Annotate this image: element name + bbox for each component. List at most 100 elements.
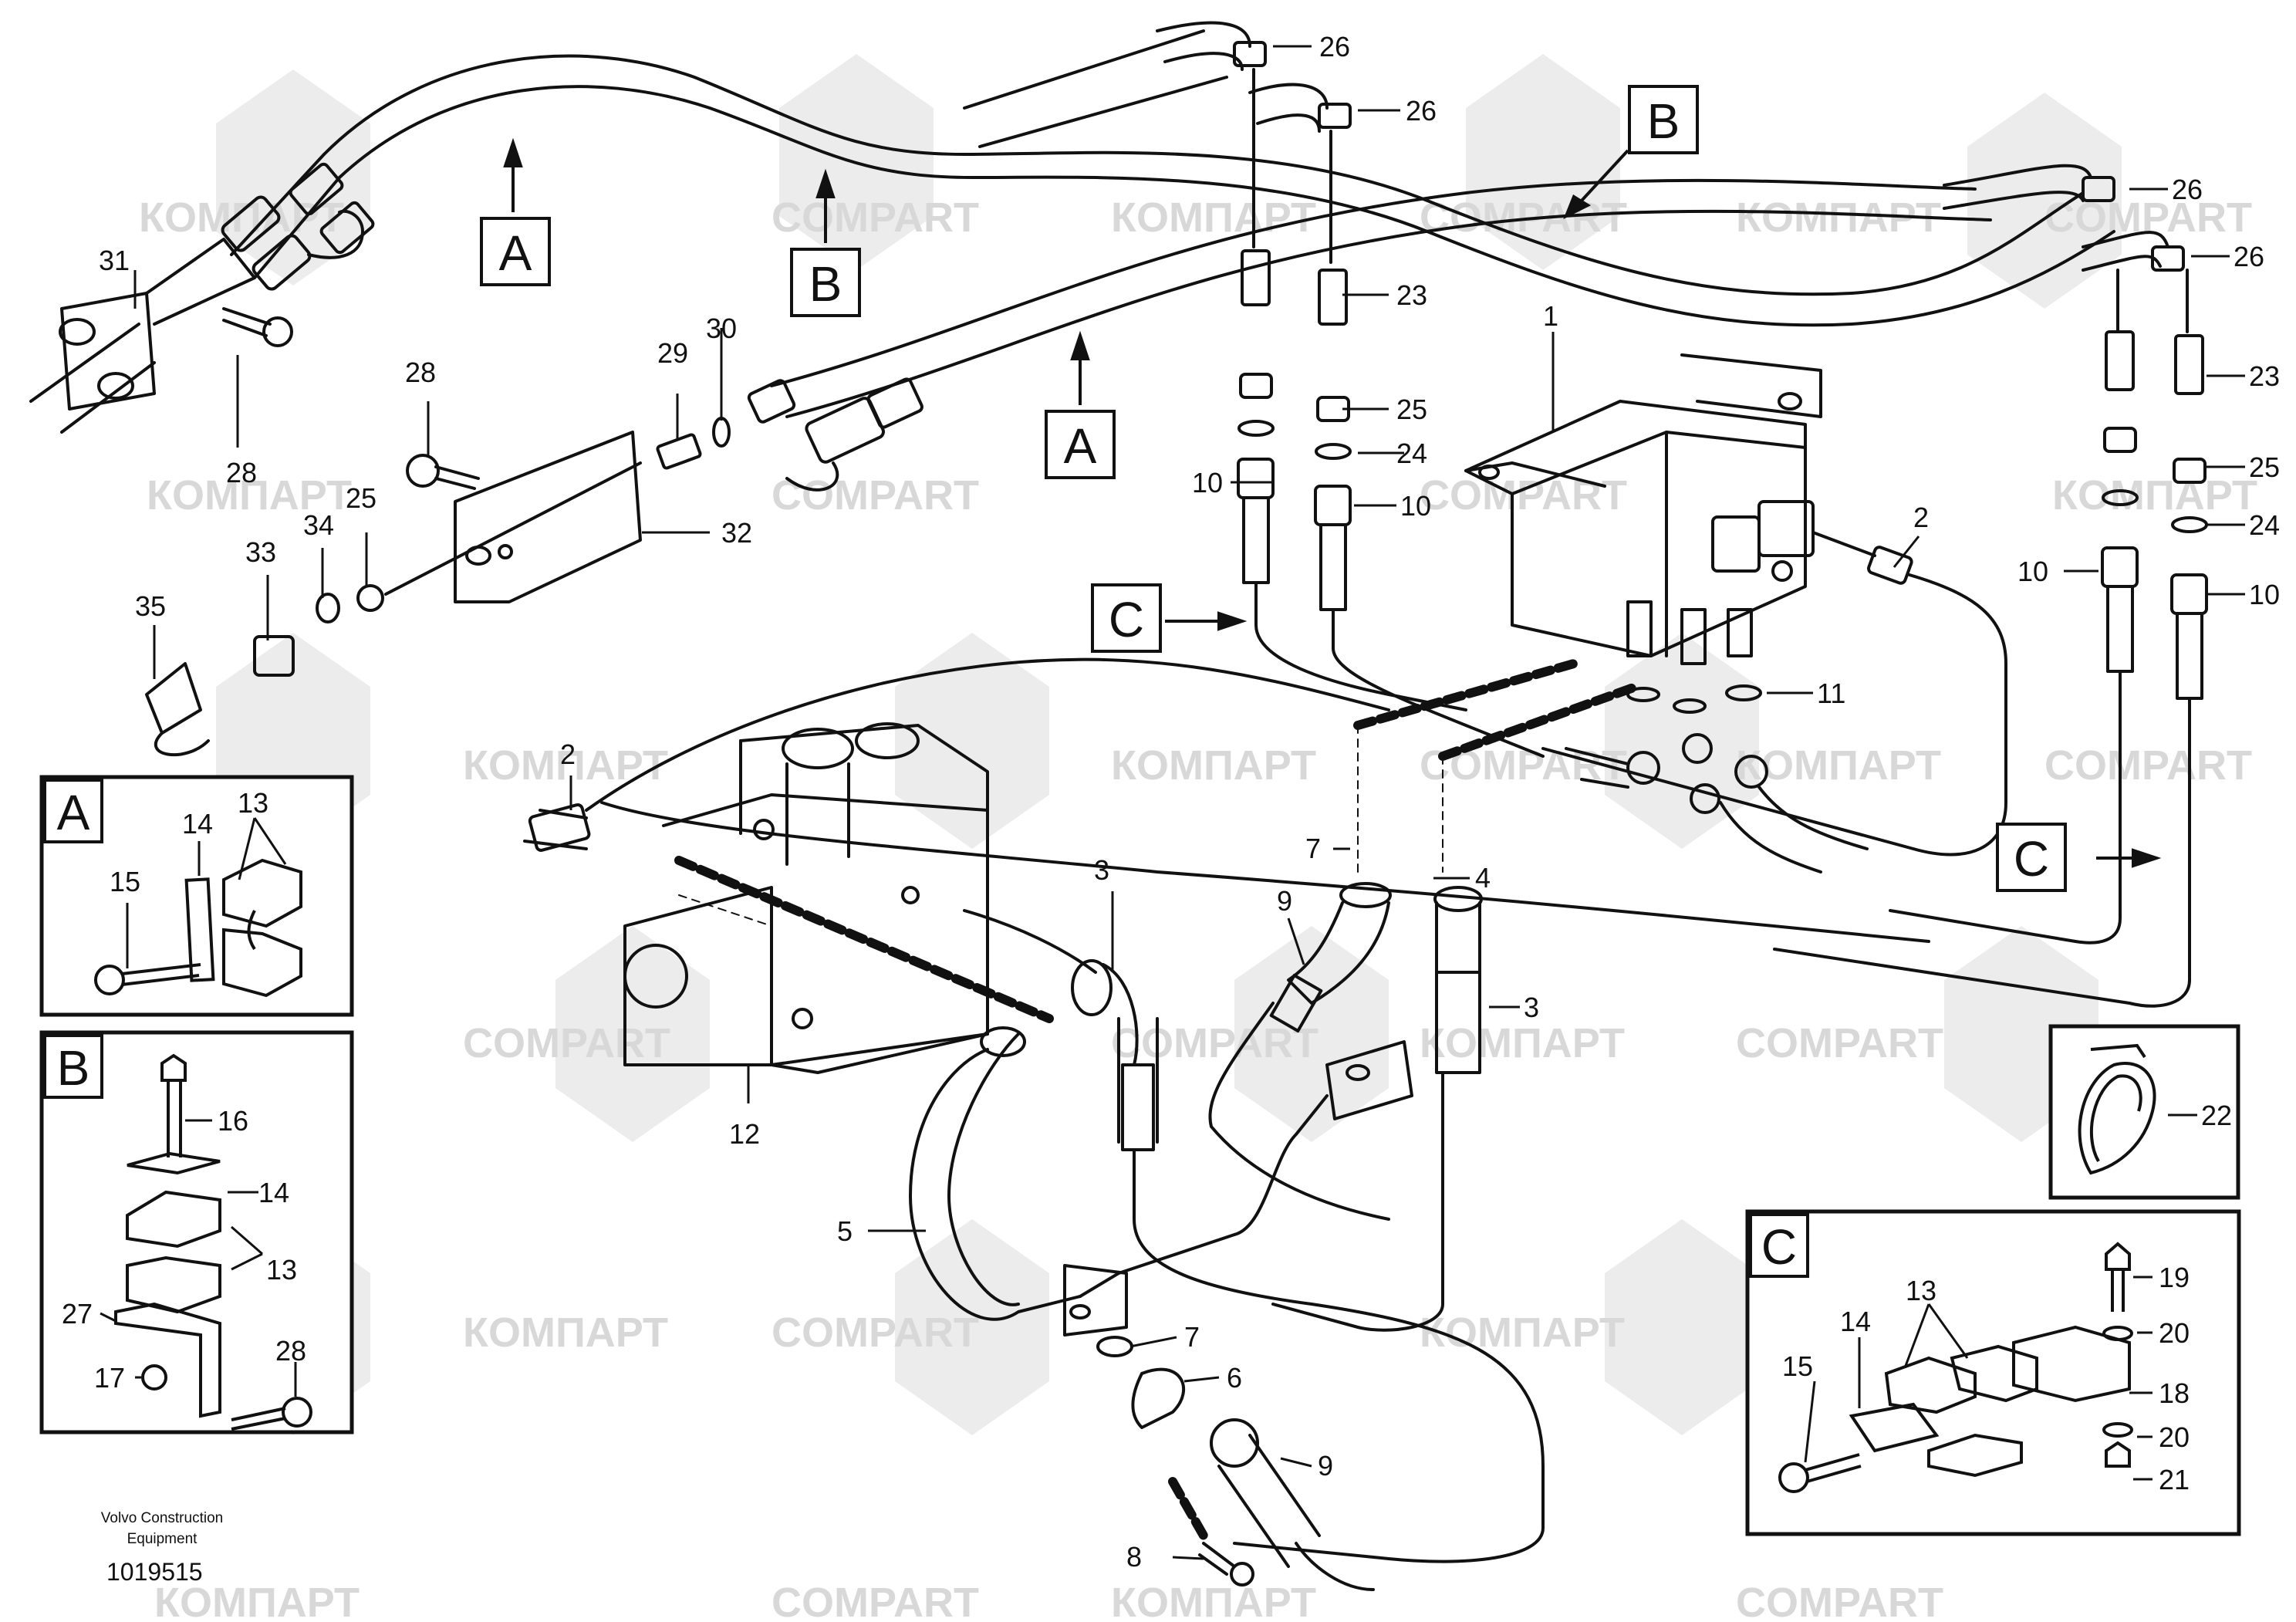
hose-b-2: [785, 209, 1992, 418]
callout-34: 34: [303, 509, 334, 541]
watermark-cyr: КОМПАРТ: [147, 472, 352, 519]
inset-c-callout: 15: [1782, 1350, 1813, 1382]
inset-c-callout: 20: [2159, 1421, 2190, 1453]
callout-29: 29: [657, 337, 688, 369]
callout-1: 1: [1543, 300, 1558, 332]
section-letter-c: C: [1109, 592, 1144, 647]
callout-30: 30: [706, 313, 737, 344]
inset-b-callout: 16: [218, 1105, 248, 1137]
elbow-26-b: [1248, 83, 1352, 133]
callout-2: 2: [560, 738, 576, 770]
inset-letter-b: B: [57, 1040, 90, 1096]
inset-c-callout: 21: [2159, 1464, 2190, 1495]
elbow-26-c: [1943, 164, 2115, 210]
section-label-boxes: A B A B C C: [480, 85, 2067, 892]
callout-28: 28: [405, 357, 436, 388]
callout-32: 32: [721, 517, 752, 549]
hose-ul-2: [253, 176, 341, 279]
clamp-6-7: [1096, 1336, 1375, 1591]
inset-a-callout: 15: [110, 866, 140, 897]
callout-3: 3: [1094, 854, 1109, 886]
line-drawing: [29, 21, 2208, 1591]
watermark-cyr: КОМПАРТ: [154, 1580, 360, 1622]
callout-23: 23: [1396, 279, 1427, 311]
bolt-28-upper: [222, 307, 293, 347]
watermark-lat: COMPART: [1111, 1020, 1319, 1066]
hose-top-2: [338, 85, 2115, 327]
callout-7: 7: [1305, 833, 1321, 864]
watermark-cyr: КОМПАРТ: [1420, 1309, 1625, 1356]
inset-b-leaders: [100, 1119, 297, 1397]
inset-a-callout: 13: [238, 787, 268, 819]
pipe-5: [909, 1026, 1413, 1336]
inset-c-drawing: [1778, 1242, 2133, 1493]
callout-25: 25: [1396, 394, 1427, 425]
section-letter-b: B: [1647, 93, 1680, 149]
elbow-26-d: [2082, 231, 2185, 272]
bracket-32: [454, 431, 642, 603]
elbow-26-a: [1156, 21, 1267, 71]
hose-9-upper: [1208, 882, 1392, 1221]
callout-24: 24: [2249, 509, 2280, 541]
inset-b-callout: 14: [258, 1177, 289, 1208]
inset-box-22: 22: [2048, 1024, 2240, 1200]
callout-22: 22: [2201, 1100, 2232, 1131]
valve-block-12: [523, 657, 1390, 1074]
callout-numbers: 26 26 26 26 23 23 25 24 25 24 10 10 10 1…: [99, 31, 2280, 1573]
inset-c-callout: 14: [1840, 1306, 1871, 1337]
inset-c-callout: 18: [2159, 1377, 2190, 1409]
footer-company-line1: Volvo Construction: [101, 1510, 223, 1526]
leader-lines: [133, 45, 2245, 1560]
callout-33: 33: [245, 536, 276, 568]
callout-35: 35: [135, 590, 166, 622]
watermark-lat: COMPART: [1420, 194, 1627, 241]
watermark-lat: COMPART: [772, 472, 979, 519]
section-box-a-center: A: [1045, 410, 1116, 479]
coupling-center: [747, 377, 923, 492]
footer-drawing-number: 1019515: [106, 1558, 203, 1586]
callout-25: 25: [2249, 451, 2280, 483]
watermark-cyr: КОМПАРТ: [1111, 1580, 1316, 1622]
section-box-c-left: C: [1091, 583, 1162, 653]
callout-6: 6: [1227, 1362, 1242, 1394]
hose-upper-1: [963, 29, 1205, 110]
section-box-b-right: B: [1628, 85, 1699, 154]
watermark-cyr: КОМПАРТ: [463, 1309, 668, 1356]
fitting-stack-right: [1773, 269, 2208, 1008]
section-arrows: [503, 137, 2162, 868]
inset-box-b: B 16 14 13 27 17 28: [39, 1030, 354, 1434]
watermark-text: КОМПАРТ COMPART КОМПАРТ COMPART КОМПАРТ …: [139, 194, 2257, 1622]
callout-26: 26: [1319, 31, 1350, 63]
callout-26: 26: [2234, 241, 2264, 272]
inset-letter-a: A: [57, 785, 90, 840]
inset-c-leaders: [1804, 1276, 2152, 1481]
inset-c-callout: 13: [1906, 1275, 1936, 1306]
callout-26: 26: [2172, 174, 2203, 205]
inset-box-c: C 13 14 15 19 20: [1745, 1209, 2241, 1536]
callout-12: 12: [729, 1118, 760, 1150]
hose-ul-1: [230, 153, 326, 256]
watermark-lat: COMPART: [2044, 742, 2252, 789]
inset-a-callout: 14: [182, 808, 213, 840]
watermark-cyr: КОМПАРТ: [139, 194, 344, 241]
section-box-c-right: C: [1996, 823, 2067, 892]
callout-26: 26: [1406, 95, 1437, 127]
footer: Volvo Construction Equipment 1019515: [101, 1510, 223, 1586]
callout-5: 5: [837, 1215, 853, 1247]
watermark-lat: COMPART: [1736, 1020, 1943, 1066]
callout-9: 9: [1277, 885, 1292, 917]
fitting-stack-left: [1237, 68, 1545, 758]
watermark-lat: COMPART: [772, 1309, 979, 1356]
dashed-thin: [678, 725, 1443, 927]
dashed-leaders: [674, 659, 1640, 1540]
watermark-lat: COMPART: [772, 194, 979, 241]
fittings-11: [1565, 684, 1869, 874]
inset-a-drawing: [94, 858, 302, 998]
callout-25: 25: [346, 482, 376, 514]
watermark-lat: COMPART: [1736, 1580, 1943, 1622]
hose-2-long: [600, 801, 1930, 943]
callout-4: 4: [1475, 862, 1491, 894]
fitting-33-35: [145, 461, 642, 757]
hose-3-right: [1271, 886, 1483, 1332]
